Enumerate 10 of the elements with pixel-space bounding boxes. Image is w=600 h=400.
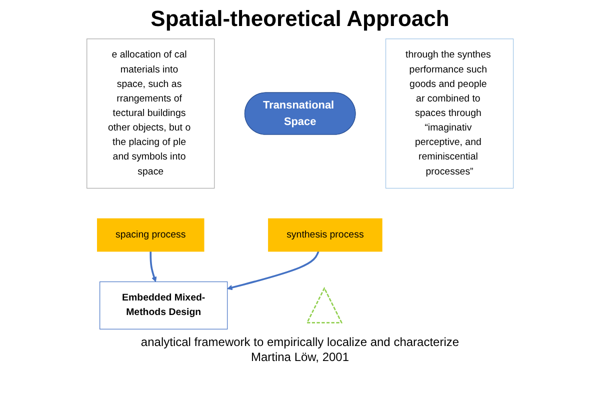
arrow	[227, 251, 320, 290]
note-text: analytical framework to empirically localize and characterize	[140, 335, 460, 349]
diagram-title: Spatial-theoretical Approach	[150, 6, 450, 32]
note-text: Martina Löw, 2001	[250, 350, 350, 364]
node-box: Embedded Mixed-Methods Design	[99, 281, 228, 330]
node-box: synthesis process	[268, 218, 382, 252]
node-box: through the synthes performance such goods and people ar combined to spaces through “imaginativ perceptive, and reminiscential processes”	[385, 38, 514, 189]
node-box: e allocation of cal materials into space, such as rrangements of tectural buildings other objects, but o the placing of ple and symbols into space	[86, 38, 215, 189]
node-box: spacing process	[96, 218, 204, 252]
arrow	[150, 251, 157, 282]
